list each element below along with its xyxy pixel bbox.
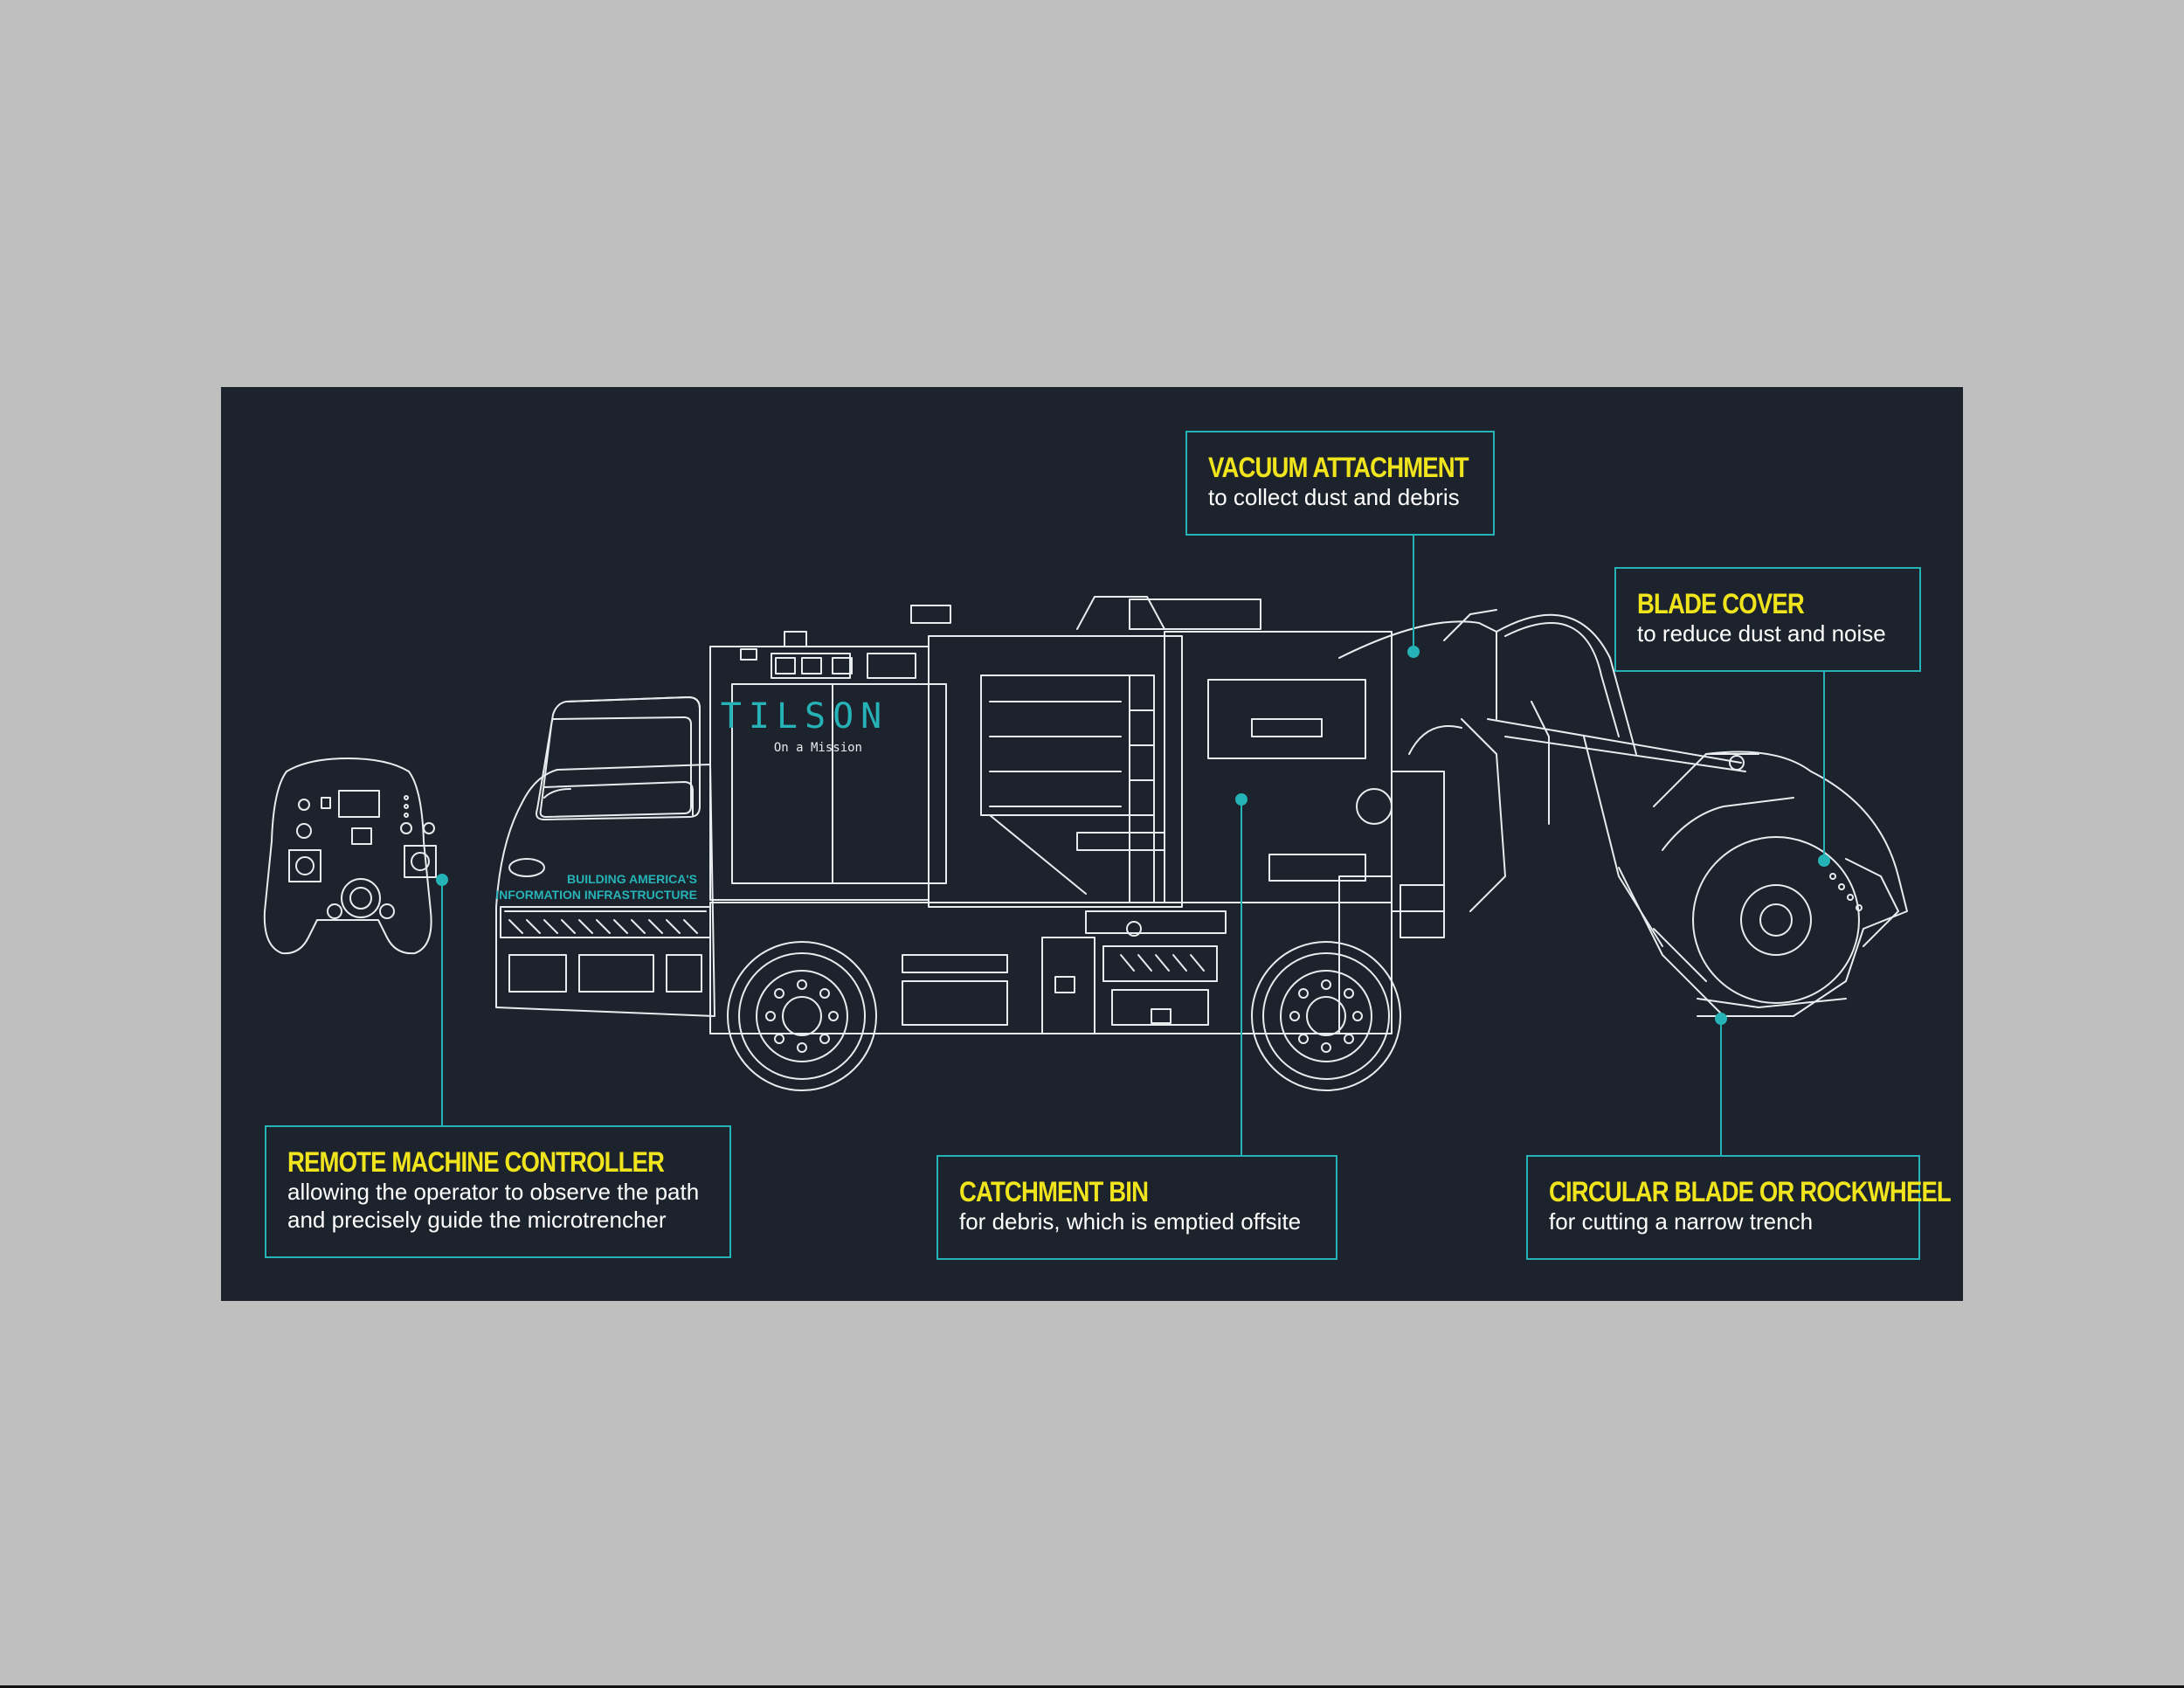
dot-catchment xyxy=(1235,793,1248,806)
truck-body-drawing xyxy=(709,596,1393,908)
callout-description: to collect dust and debris xyxy=(1208,484,1460,510)
callout-catchment-bin: CATCHMENT BIN for debris, which is empti… xyxy=(936,1155,1337,1260)
truck-cab-drawing xyxy=(495,696,715,1017)
callout-description-line1: allowing the operator to observe the pat… xyxy=(287,1179,700,1205)
brand-artwork: TILSON On a Mission BUILDING AMERICA'S I… xyxy=(495,696,889,902)
brand-name: TILSON xyxy=(721,696,889,737)
bottom-border xyxy=(0,1685,2184,1688)
callout-description-line2: and precisely guide the microtrencher xyxy=(287,1207,667,1233)
remote-controller-drawing xyxy=(263,758,437,955)
brand-slogan-line2: INFORMATION INFRASTRUCTURE xyxy=(495,888,697,902)
callout-title: CATCHMENT BIN xyxy=(959,1176,1149,1207)
brand-slogan-line1: BUILDING AMERICA'S xyxy=(567,872,697,886)
microtrencher-illustration: TILSON On a Mission BUILDING AMERICA'S I… xyxy=(263,536,1908,1156)
dot-blade-cover xyxy=(1818,854,1830,867)
vacuum-boom-drawing xyxy=(1338,609,1746,947)
callout-title: REMOTE MACHINE CONTROLLER xyxy=(287,1146,665,1178)
callout-title: BLADE COVER xyxy=(1637,588,1805,619)
callout-description: to reduce dust and noise xyxy=(1637,620,1886,647)
rear-wheel-drawing xyxy=(1251,941,1401,1091)
callout-description: for cutting a narrow trench xyxy=(1549,1208,1814,1235)
callout-vacuum-attachment: VACUUM ATTACHMENT to collect dust and de… xyxy=(1185,431,1495,536)
callout-remote-controller: REMOTE MACHINE CONTROLLER allowing the o… xyxy=(265,1125,731,1258)
dot-remote xyxy=(436,874,448,886)
blade-assembly-drawing xyxy=(1618,751,1908,1017)
callout-circular-blade: CIRCULAR BLADE OR ROCKWHEEL for cutting … xyxy=(1526,1155,1952,1260)
front-wheel-drawing xyxy=(727,941,877,1091)
callout-blade-cover: BLADE COVER to reduce dust and noise xyxy=(1614,567,1921,672)
callout-title: VACUUM ATTACHMENT xyxy=(1208,452,1469,483)
callout-title: CIRCULAR BLADE OR ROCKWHEEL xyxy=(1549,1176,1952,1207)
dot-vacuum xyxy=(1407,646,1420,658)
diagram-panel: TILSON On a Mission BUILDING AMERICA'S I… xyxy=(221,387,1963,1301)
dot-blade xyxy=(1715,1013,1727,1025)
brand-tagline: On a Mission xyxy=(774,741,862,755)
callout-description: for debris, which is emptied offsite xyxy=(959,1208,1302,1235)
cab-window-drawing xyxy=(539,716,692,818)
